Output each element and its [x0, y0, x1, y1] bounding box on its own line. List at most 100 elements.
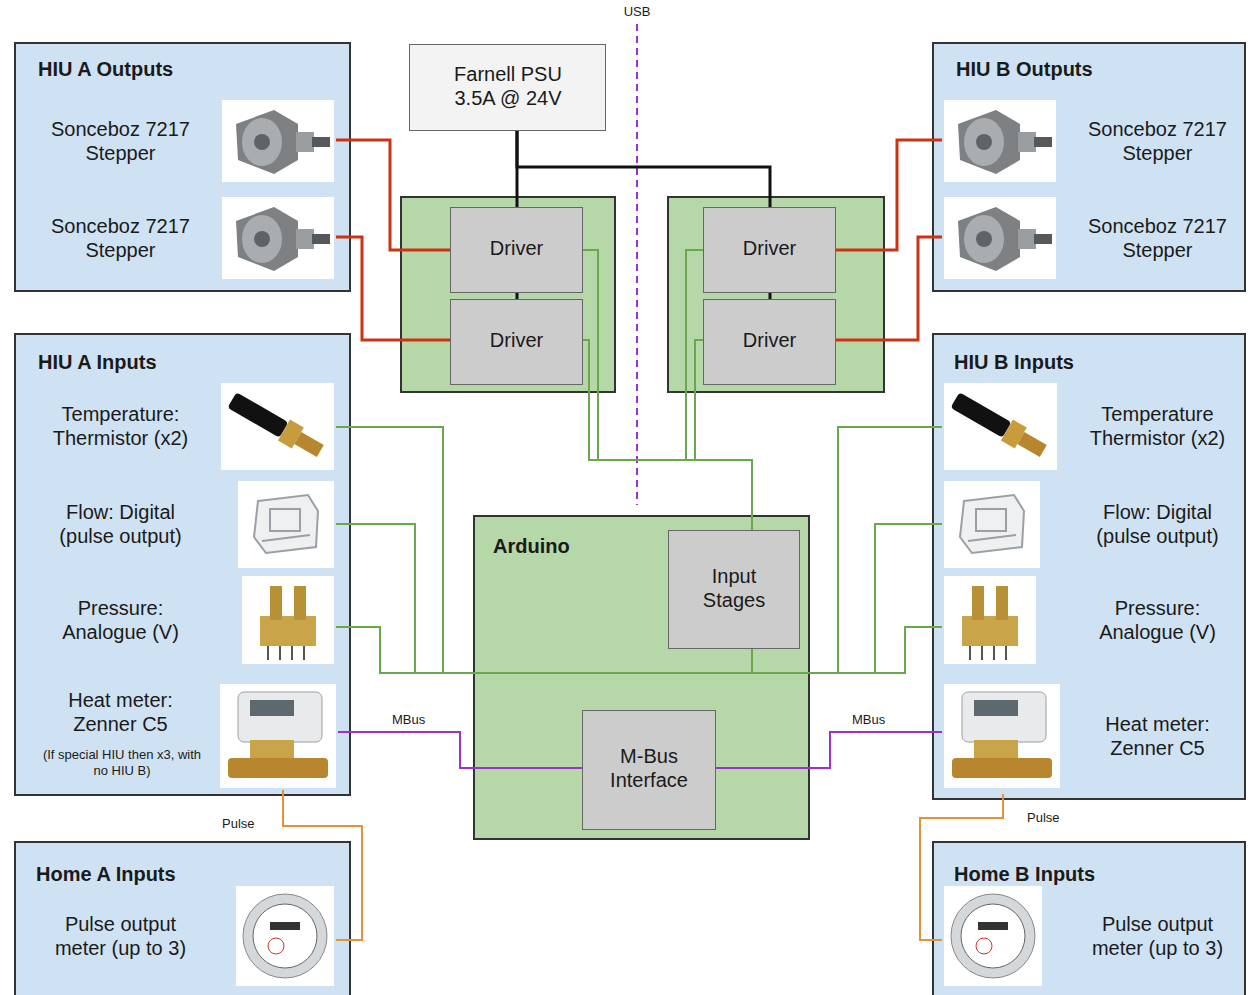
water-meter-icon-part — [976, 938, 992, 954]
stepper-motor-icon-part — [976, 134, 992, 150]
heat-meter-icon-part — [962, 692, 1046, 742]
water-meter-icon-part — [961, 904, 1025, 968]
text-slot: (If special HIU then x3, with no HIU B) — [42, 740, 202, 786]
text-slot: Temperature: Thermistor (x2) — [38, 381, 203, 471]
heat-meter-icon — [944, 684, 1060, 788]
flow-sensor-icon-part — [968, 535, 1016, 541]
node-label: Sonceboz 7217 Stepper — [38, 117, 203, 165]
flow-sensor-icon-part — [262, 535, 310, 541]
pressure-sensor-icon-part — [962, 616, 1018, 646]
panel-heading: Home B Inputs — [954, 862, 1095, 886]
text-slot: Home B Inputs — [954, 859, 1234, 889]
signal-label: MBus — [850, 712, 887, 728]
heat-meter-icon — [220, 684, 336, 788]
stepper-motor-icon — [222, 100, 334, 182]
node-label: Sonceboz 7217 Stepper — [1075, 214, 1240, 262]
stepper-item: Sonceboz 7217 Stepper — [20, 98, 336, 188]
panel-heading: HIU B Inputs — [954, 350, 1074, 374]
text-slot: HIU A Inputs — [38, 347, 328, 377]
wire-connector — [769, 293, 772, 299]
heat-meter-icon-part — [228, 758, 328, 778]
output-panel: HIU A OutputsSonceboz 7217 StepperSonceb… — [14, 42, 351, 292]
pressure-sensor-icon-part — [268, 646, 304, 660]
node-label: Temperature Thermistor (x2) — [1075, 402, 1240, 450]
node-label: Heat meter: Zenner C5 — [38, 688, 203, 736]
panel-heading: HIU B Outputs — [956, 57, 1093, 81]
input-panel: HIU B InputsTemperature Thermistor (x2)F… — [932, 333, 1246, 800]
controller-board: ArduinoInput StagesM-Bus Interface — [473, 515, 810, 840]
water-meter-icon — [236, 886, 334, 986]
flow-sensor-icon-part — [944, 481, 1040, 568]
stepper-motor-icon-part — [254, 134, 270, 150]
water-meter-icon-part — [270, 922, 300, 930]
meter-item: Pulse output meter (up to 3) — [20, 884, 336, 992]
stepper-motor-icon-part — [964, 215, 1004, 263]
stepper-motor-icon — [944, 100, 1056, 182]
stepper-motor-icon-part — [1018, 229, 1036, 249]
pressure-sensor-icon-part — [972, 586, 984, 620]
thermistor-icon-part-part — [950, 392, 1011, 438]
stepper-motor-icon — [222, 196, 334, 280]
wire-connector — [516, 293, 519, 299]
text-slot: Sonceboz 7217 Stepper — [1075, 98, 1240, 184]
node-label: Driver — [743, 236, 796, 260]
panel-heading: HIU A Outputs — [38, 57, 173, 81]
wire-connector — [836, 237, 942, 340]
flow-sensor-icon-part — [238, 481, 334, 568]
pressure-sensor-icon-part — [270, 586, 282, 620]
stepper-motor-icon-part — [958, 207, 1020, 271]
thermistor-icon-part — [949, 390, 1049, 462]
text-slot: Flow: Digital (pulse output) — [38, 478, 203, 570]
text-slot: Driver — [451, 208, 582, 288]
stepper-motor-icon-part — [944, 197, 1056, 279]
text-slot: Temperature Thermistor (x2) — [1075, 381, 1240, 471]
flow-sensor-icon-part — [270, 509, 300, 531]
stepper-motor-icon-part — [296, 132, 314, 152]
thermistor-icon-part-part — [227, 392, 288, 438]
driver-box: Driver — [703, 207, 836, 293]
water-meter-icon-part — [268, 938, 284, 954]
water-meter-icon-part — [951, 894, 1035, 978]
flow-sensor-icon-part — [960, 495, 1024, 553]
stepper-item: Sonceboz 7217 Stepper — [20, 194, 336, 286]
stepper-motor-icon-part — [236, 110, 298, 174]
water-meter-icon-part — [243, 894, 327, 978]
input-panel: HIU A InputsTemperature: Thermistor (x2)… — [14, 333, 351, 796]
node-label: (If special HIU then x3, with no HIU B) — [42, 747, 202, 778]
sensor-item: Temperature: Thermistor (x2) — [20, 381, 336, 475]
node-label: Arduino — [493, 534, 570, 558]
stepper-motor-icon-part — [964, 118, 1004, 166]
node-label: Flow: Digital (pulse output) — [38, 500, 203, 548]
driver-box: Driver — [450, 207, 583, 293]
wire-connector — [336, 237, 450, 340]
text-slot: Pulse output meter (up to 3) — [38, 884, 203, 988]
thermistor-icon-part-part — [294, 432, 324, 457]
water-meter-icon-part — [978, 922, 1008, 930]
interface-label: USB — [624, 4, 651, 20]
heat-meter-icon-part — [944, 684, 1060, 788]
sensor-item: Heat meter: Zenner C5 — [942, 682, 1240, 794]
stepper-motor-icon-part — [236, 207, 298, 271]
thermistor-icon — [944, 383, 1057, 470]
heat-meter-icon-part — [952, 758, 1052, 778]
node-label: Farnell PSU 3.5A @ 24V — [438, 62, 578, 110]
text-slot: Driver — [704, 208, 835, 288]
thermistor-icon-part — [944, 383, 1057, 470]
text-slot: Input Stages — [689, 531, 779, 644]
thermistor-icon-part — [221, 383, 334, 470]
text-slot: MBus — [850, 711, 910, 729]
output-panel: HIU B OutputsSonceboz 7217 StepperSonceb… — [932, 42, 1246, 292]
water-meter-icon — [944, 886, 1042, 986]
text-slot: HIU A Outputs — [38, 54, 328, 84]
stepper-motor-icon-part — [1034, 234, 1052, 244]
text-slot: Pulse — [220, 815, 280, 833]
heat-meter-icon-part — [250, 700, 294, 716]
node-label: Sonceboz 7217 Stepper — [38, 214, 203, 262]
signal-label: Pulse — [220, 816, 257, 832]
text-slot: Farnell PSU 3.5A @ 24V — [438, 45, 578, 126]
sensor-item: Temperature Thermistor (x2) — [942, 381, 1240, 475]
stepper-motor-icon-part — [242, 215, 282, 263]
stepper-motor-icon-part — [944, 100, 1056, 182]
sensor-item: Flow: Digital (pulse output) — [20, 478, 336, 574]
stepper-motor-icon-part — [222, 100, 334, 182]
